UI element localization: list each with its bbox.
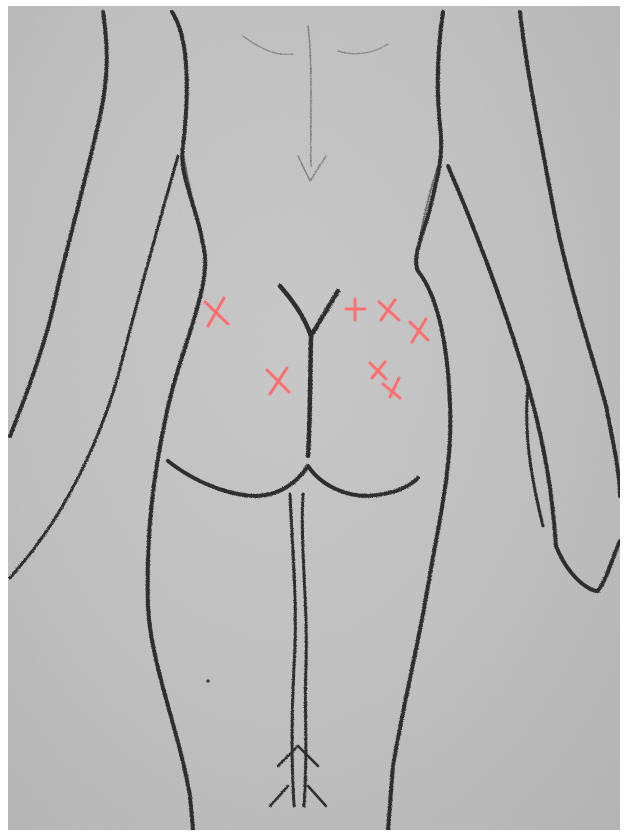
paper-sheet xyxy=(8,6,620,830)
pencil-dot xyxy=(206,679,209,682)
body-sketch xyxy=(8,6,620,830)
